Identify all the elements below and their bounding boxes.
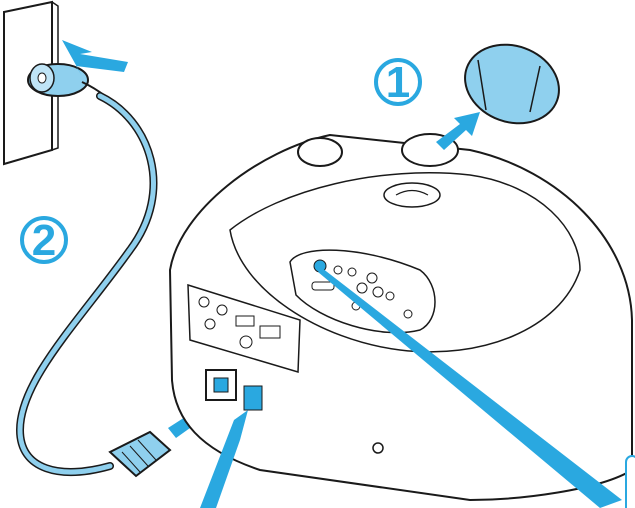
projector (170, 134, 632, 500)
step-2-badge: 2 (22, 216, 66, 265)
power-plug (28, 64, 105, 96)
step-2-number: 2 (32, 216, 56, 265)
callout-box (626, 456, 635, 508)
power-connector (110, 432, 170, 476)
step-1-badge: 1 (376, 58, 420, 107)
arrow-up-right-icon (436, 112, 480, 150)
step-1-number: 1 (386, 58, 410, 107)
